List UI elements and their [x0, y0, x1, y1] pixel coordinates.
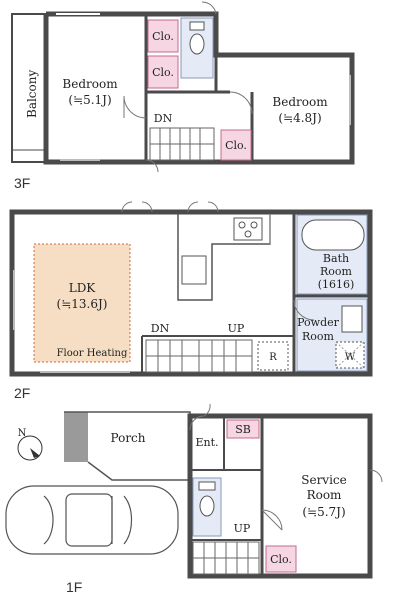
bedroom-right-label: Bedroom [272, 95, 328, 109]
powder-label: Powder [297, 316, 340, 329]
stairs-2f [145, 339, 253, 373]
floor-heating-label: Floor Heating [57, 348, 128, 359]
bedroom-right-size: (≒4.8J) [278, 111, 321, 125]
sink-icon [341, 305, 363, 333]
porch-label: Porch [111, 431, 146, 445]
bath-label: Bath [323, 252, 349, 265]
service-room-label: Room [307, 488, 342, 502]
closet-1f-label: Clo. [270, 553, 292, 566]
bathtub-icon [301, 219, 365, 251]
bedroom-left-label: Bedroom [62, 77, 118, 91]
balcony-label: Balcony [25, 70, 39, 118]
porch-step [64, 412, 88, 462]
closet-3f-3 [220, 129, 252, 161]
bedroom-left-size: (≒5.1J) [68, 93, 111, 107]
stair-1f-up-label: UP [234, 522, 251, 535]
floor-1f-walls [187, 413, 373, 579]
closet-3f-3-label: Clo. [225, 139, 247, 152]
floor-3f: Balcony Bedroom (≒5.1J) Bedroom (≒4.8J) … [11, 1, 355, 191]
toilet-1f-icon [199, 495, 215, 517]
car-icon [5, 485, 179, 555]
closet-3f-1-label: Clo. [152, 30, 174, 43]
stair-3f-down-label: DN [154, 112, 173, 125]
washer-label: W [345, 352, 356, 363]
closet-1f [265, 545, 297, 573]
floor-1f: N Porch Ent. SB Service Room (≒5.7J) Clo… [5, 403, 383, 595]
refrigerator-label: R [269, 352, 277, 363]
stairs-3f [149, 127, 215, 161]
powder-room-label: Room [302, 330, 335, 343]
stairs-1f [192, 541, 260, 575]
stair-2f-up-label: UP [228, 322, 245, 335]
stair-2f-down-label: DN [151, 322, 170, 335]
stove-icon [233, 217, 263, 241]
closet-3f-2-label: Clo. [152, 66, 174, 79]
refrigerator-space [257, 341, 289, 371]
bath-room-label: Room [320, 265, 353, 278]
closet-3f-2 [147, 55, 179, 89]
floor-heating-area [33, 243, 131, 363]
bath-size: (1616) [318, 278, 355, 291]
washer-space [335, 341, 365, 369]
closet-3f-1 [147, 19, 179, 53]
compass-icon [17, 435, 43, 461]
toilet-3f-icon [189, 33, 205, 55]
ldk-size: (≒13.6J) [57, 297, 108, 311]
floor-2f-walls [9, 209, 373, 377]
service-label: Service [301, 473, 347, 487]
floor-1f-label: 1F [66, 579, 82, 595]
shoe-box [226, 419, 260, 439]
service-size: (≒5.7J) [302, 505, 345, 519]
compass-north-label: N [18, 428, 27, 439]
floor-2f: LDK (≒13.6J) Floor Heating Bath Room (16… [9, 201, 373, 401]
shoe-box-label: SB [235, 423, 251, 436]
ldk-label: LDK [69, 281, 97, 295]
floor-3f-label: 3F [14, 175, 30, 191]
floor-2f-label: 2F [14, 385, 30, 401]
entrance-label: Ent. [195, 436, 218, 449]
